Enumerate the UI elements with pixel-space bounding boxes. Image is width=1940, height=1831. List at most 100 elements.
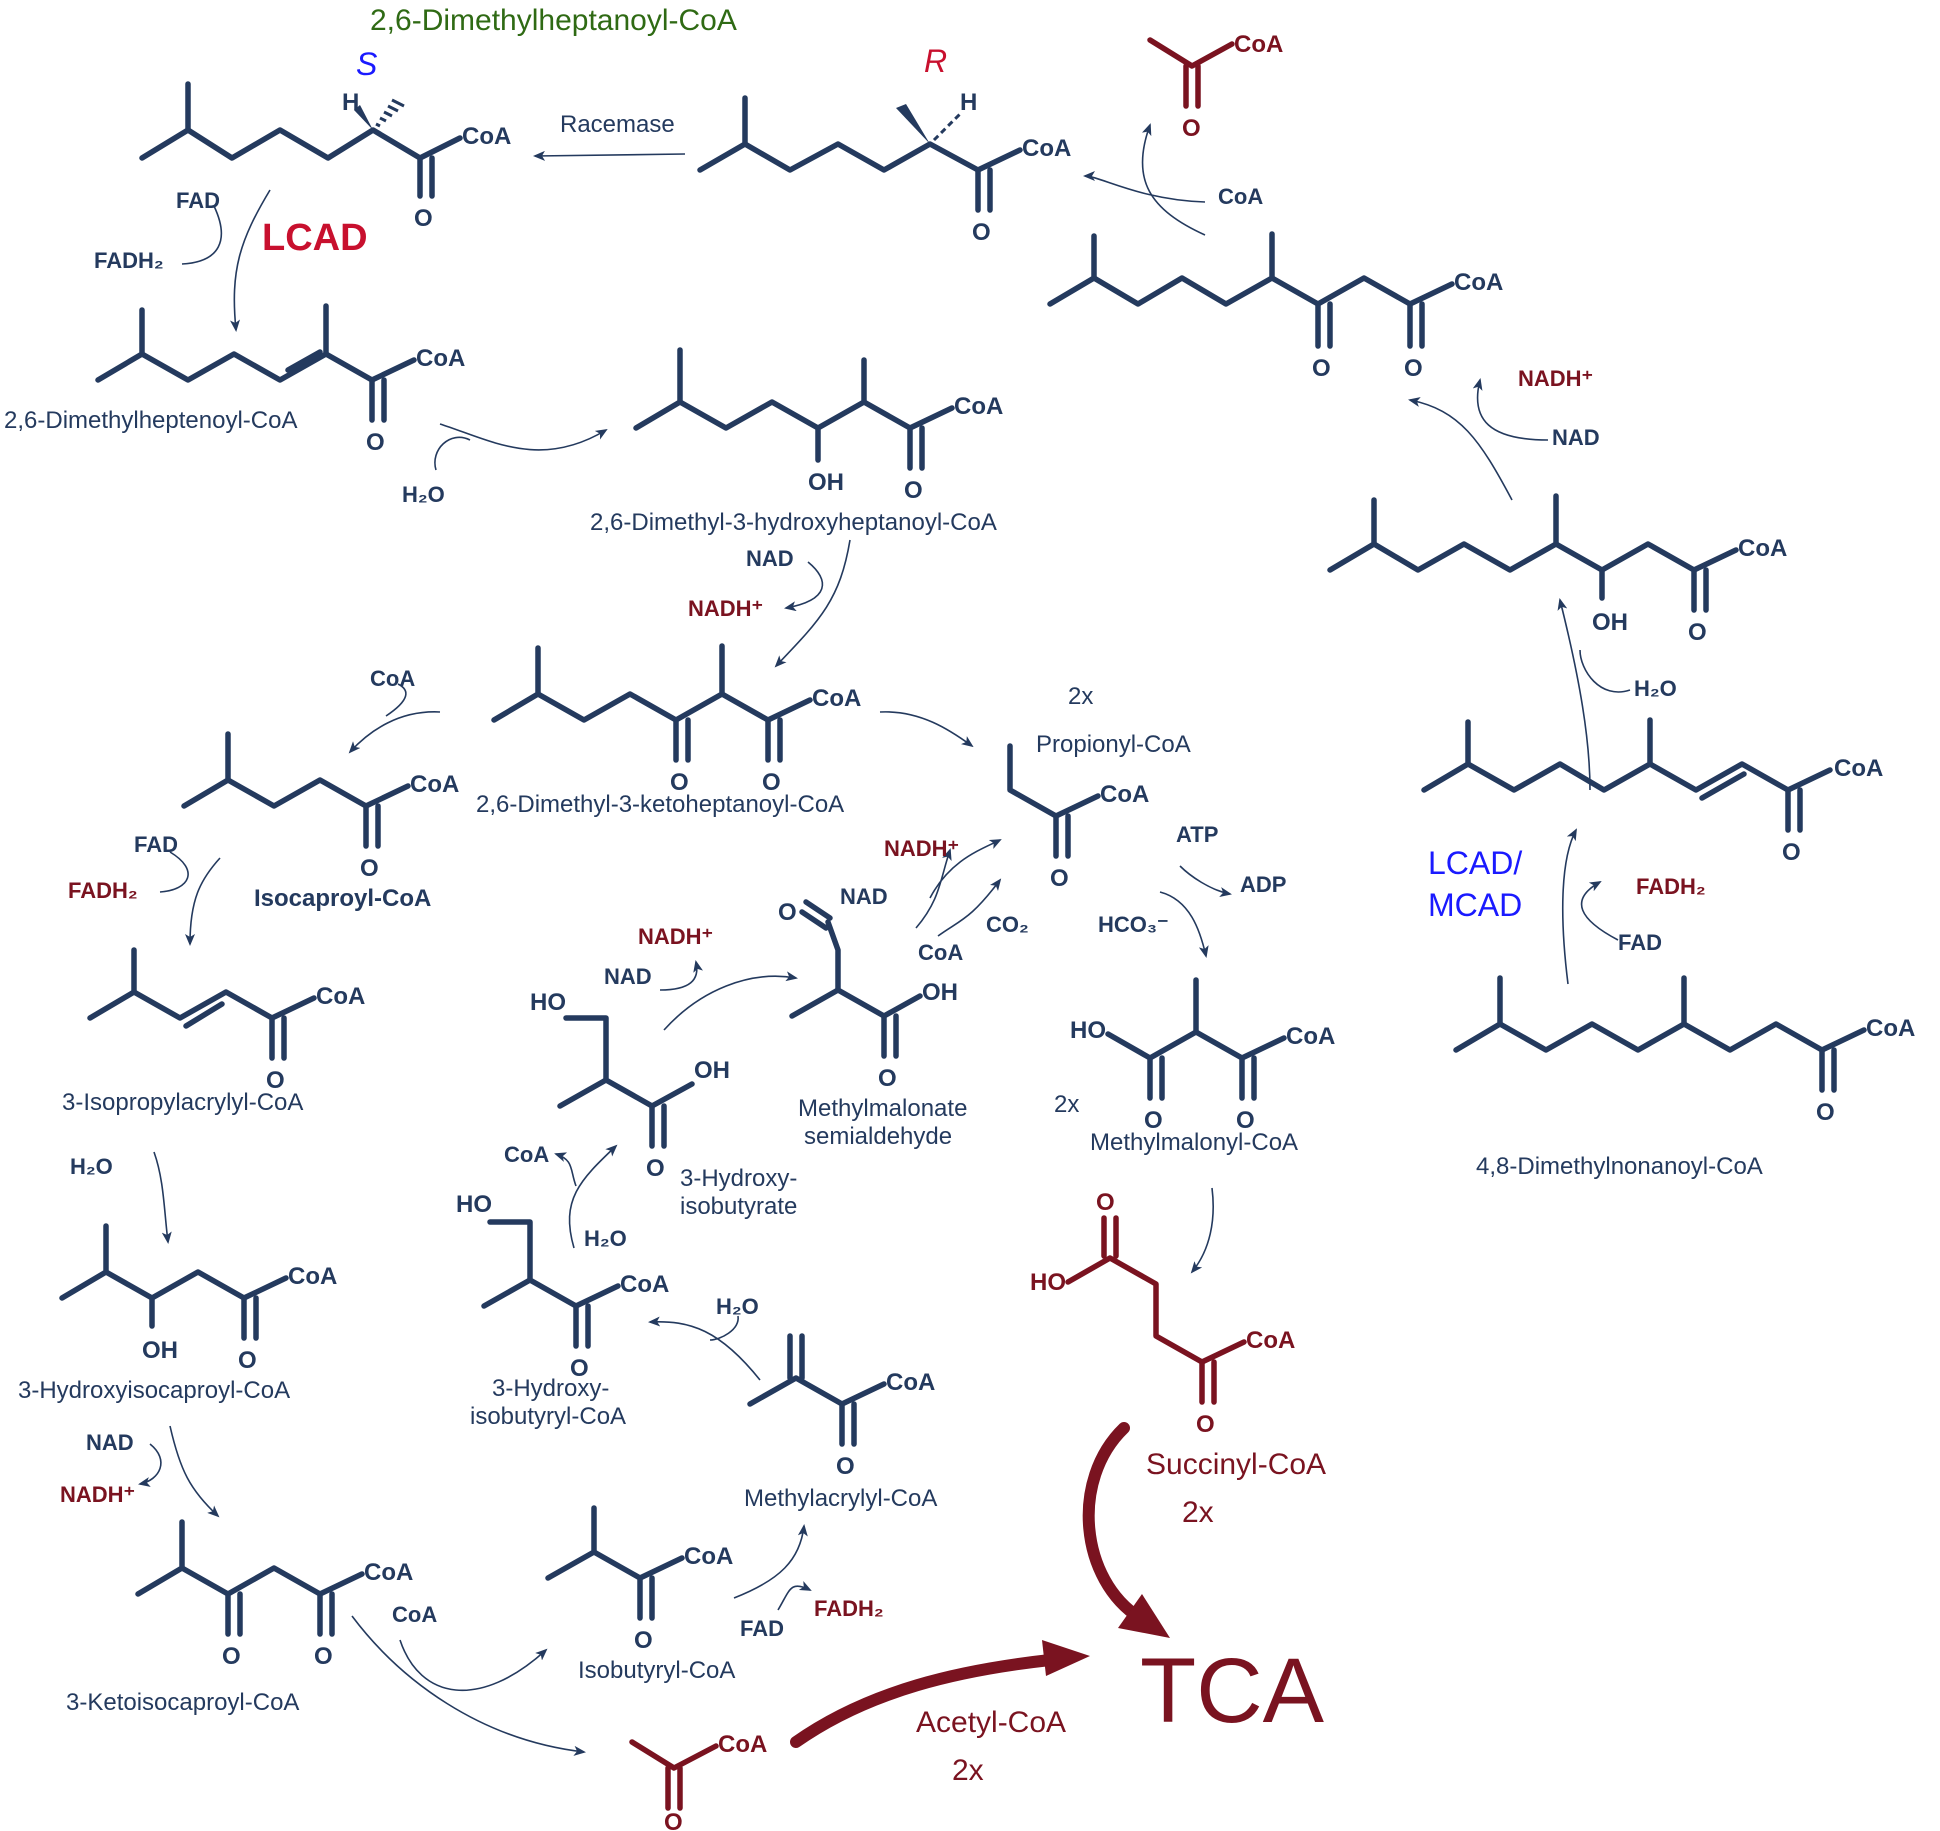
- molecule-hydroxyisocaproyl: CoA OH O: [59, 1223, 337, 1374]
- text-label: CoA: [954, 393, 1003, 420]
- label-acetyl: Acetyl-CoA: [916, 1706, 1066, 1739]
- text-label: H₂O: [716, 1294, 759, 1319]
- label-methylmalonyl: Methylmalonyl-CoA: [1090, 1129, 1298, 1156]
- text-label: FADH₂: [68, 878, 138, 903]
- text-label: O: [360, 855, 379, 882]
- text-label: CoA: [1866, 1015, 1915, 1042]
- molecule-isopropylacrylyl: CoA O: [87, 947, 365, 1094]
- label-succinyl: Succinyl-CoA: [1146, 1448, 1326, 1481]
- text-label: O: [646, 1155, 665, 1182]
- label-2x-methylmalonyl: 2x: [1054, 1091, 1079, 1118]
- text-label: CoA: [1454, 269, 1503, 296]
- molecule-ketoisocaproyl: CoA O O: [135, 1519, 413, 1670]
- text-label: O: [1096, 1189, 1115, 1216]
- text-label: H₂O: [70, 1154, 113, 1179]
- text-label: CoA: [1022, 135, 1071, 162]
- text-label: OH: [142, 1337, 178, 1364]
- molecule-dmhydroxy: CoA OH O: [633, 347, 1003, 504]
- label-isocaproyl: Isocaproyl-CoA: [254, 885, 431, 912]
- text-label: O: [904, 477, 923, 504]
- text-label: H: [960, 89, 977, 116]
- molecule-acetyl-bottom: CoA O: [629, 1731, 767, 1831]
- text-label: FAD: [176, 188, 220, 213]
- text-label: NAD: [840, 884, 888, 909]
- molecule-dmn-coa: CoA O: [1453, 975, 1915, 1126]
- label-s: S: [356, 46, 377, 82]
- text-label: O: [222, 1643, 241, 1670]
- text-label: CoA: [364, 1559, 413, 1586]
- text-label: HO: [456, 1191, 492, 1218]
- text-label: O: [1816, 1099, 1835, 1126]
- text-label: CoA: [1100, 781, 1149, 808]
- label-tca: TCA: [1140, 1640, 1325, 1742]
- molecule-dmh-r: R CoA O H: [697, 43, 1071, 246]
- molecule-mmsa: O OH O: [778, 899, 958, 1092]
- text-label: CoA: [1834, 755, 1883, 782]
- label-ketoisocaproyl: 3-Ketoisocaproyl-CoA: [66, 1689, 299, 1716]
- text-label: O: [366, 429, 385, 456]
- text-label: HO: [1030, 1269, 1066, 1296]
- text-label: O: [836, 1453, 855, 1480]
- label-methylacrylyl: Methylacrylyl-CoA: [744, 1485, 937, 1512]
- label-lcad-mcad: LCAD/: [1428, 845, 1522, 881]
- label-racemase: Racemase: [560, 111, 675, 138]
- text-label: isobutyryl-CoA: [470, 1403, 626, 1430]
- text-label: H₂O: [584, 1226, 627, 1251]
- molecule-keto-nonanoyl: CoA O O: [1047, 231, 1503, 382]
- text-label: FADH₂: [1636, 874, 1706, 899]
- text-label: FAD: [1618, 930, 1662, 955]
- label-propionyl: Propionyl-CoA: [1036, 731, 1191, 758]
- label-hydroxyisocaproyl: 3-Hydroxyisocaproyl-CoA: [18, 1377, 290, 1404]
- text-label: NADH⁺: [1518, 366, 1593, 391]
- text-label: OH: [694, 1057, 730, 1084]
- molecule-hib: HO OH O: [530, 989, 730, 1182]
- label-dmhydroxy: 2,6-Dimethyl-3-hydroxyheptanoyl-CoA: [590, 509, 997, 536]
- text-label: CoA: [886, 1369, 935, 1396]
- text-label: HO: [1070, 1017, 1106, 1044]
- label-hib-coa: 3-Hydroxy-: [492, 1375, 609, 1402]
- molecule-methylacrylyl: CoA O: [747, 1333, 935, 1480]
- text-label: O: [878, 1065, 897, 1092]
- text-label: O: [1688, 619, 1707, 646]
- text-label: CoA: [316, 983, 365, 1010]
- molecule-dmhenoyl: CoA O: [95, 303, 465, 456]
- text-label: FAD: [134, 832, 178, 857]
- text-label: CoA: [1246, 1327, 1295, 1354]
- text-label: H₂O: [402, 482, 445, 507]
- text-label: NAD: [86, 1430, 134, 1455]
- label-2x-succinyl: 2x: [1182, 1496, 1214, 1529]
- text-label: CoA: [620, 1271, 669, 1298]
- text-label: O: [414, 205, 433, 232]
- label-2x-acetyl: 2x: [952, 1754, 984, 1787]
- text-label: CoA: [684, 1543, 733, 1570]
- text-label: HO: [530, 989, 566, 1016]
- text-label: CoA: [410, 771, 459, 798]
- text-label: CoA: [392, 1602, 437, 1627]
- text-label: FADH₂: [94, 248, 164, 273]
- text-label: CO₂: [986, 912, 1029, 937]
- text-label: CoA: [504, 1142, 549, 1167]
- label-r: R: [924, 43, 947, 79]
- text-label: OH: [808, 469, 844, 496]
- text-label: CoA: [718, 1731, 767, 1758]
- label-mmsa: Methylmalonate: [798, 1095, 967, 1122]
- text-label: O: [1196, 1411, 1215, 1438]
- text-label: CoA: [1286, 1023, 1335, 1050]
- text-label: O: [570, 1355, 589, 1382]
- text-label: NAD: [746, 546, 794, 571]
- label-dmh-coa: 2,6-Dimethylheptanoyl-CoA: [370, 4, 737, 37]
- text-label: CoA: [812, 685, 861, 712]
- text-label: O: [778, 899, 797, 926]
- text-label: FAD: [740, 1616, 784, 1641]
- molecule-propionyl: CoA O: [1007, 743, 1149, 892]
- text-label: CoA: [1738, 535, 1787, 562]
- text-label: FADH₂: [814, 1596, 884, 1621]
- text-label: NADH⁺: [688, 596, 763, 621]
- text-label: CoA: [462, 123, 511, 150]
- molecule-dmketo: CoA O O: [491, 643, 861, 796]
- text-label: NAD: [1552, 425, 1600, 450]
- text-label: semialdehyde: [804, 1123, 952, 1150]
- text-label: CoA: [416, 345, 465, 372]
- label-lcad: LCAD: [262, 217, 368, 259]
- text-label: O: [1182, 115, 1201, 142]
